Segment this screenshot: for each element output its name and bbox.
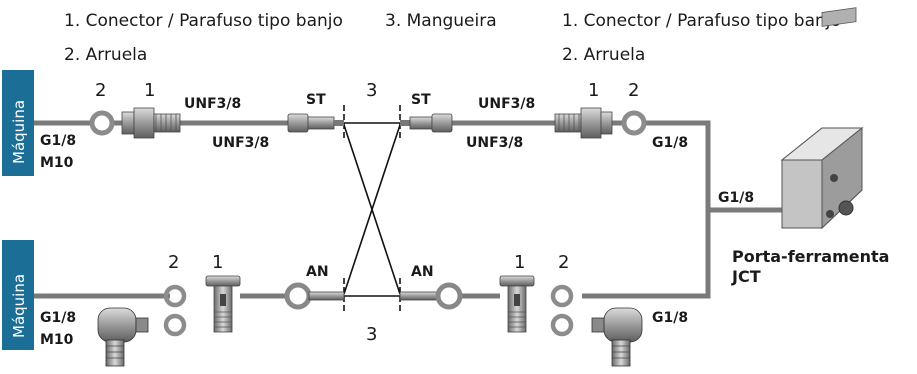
top-left-connector-number: 1 [144,80,155,101]
top-right-unf-lower: UNF3/8 [466,135,523,151]
washer-icon [550,284,574,308]
connector-fitting-icon [554,107,613,139]
legend-item-connector-right: 1. Conector / Parafuso tipo banjo [562,11,841,31]
banjo-hose-end-icon [284,282,345,310]
legend-item-washer-right: 2. Arruela [562,45,645,65]
hoses [343,122,401,297]
top-right-washer-number: 2 [628,80,639,101]
bottom-left-washer-number: 2 [168,252,179,273]
machine-tab-bottom: Máquina [2,240,34,350]
hose-cut-marks [343,105,401,313]
bottom-right-washer-number: 2 [558,252,569,273]
top-right-unf-upper: UNF3/8 [478,96,535,112]
bottom-right-thread-g18: G1/8 [652,310,688,326]
machine-tab-bottom-label: Máquina [10,274,28,338]
banjo-bolt-icon [205,275,241,333]
tool-holder-name-line2: JCT [731,267,761,286]
legend-item-hose: 3. Mangueira [385,11,497,31]
bottom-left-bolt-number: 1 [212,252,223,273]
elbow-fitting-icon [591,307,643,367]
tool-holder-thread: G1/8 [718,190,754,206]
top-left-unf-lower: UNF3/8 [212,135,269,151]
bottom-right-bolt-number: 1 [514,252,525,273]
tool-holder-name-line1: Porta-ferramenta [732,247,889,266]
straight-hose-end-icon [400,113,453,133]
connection-lines [34,120,782,299]
top-left-st-label: ST [306,92,326,108]
machine-tab-top: Máquina [2,70,34,176]
top-hose-number: 3 [366,80,377,101]
machine-tab-top-label: Máquina [10,100,28,164]
banjo-hose-end-icon [399,282,463,310]
top-right-st-label: ST [411,92,431,108]
washer-icon [89,110,115,136]
top-left-unf-upper: UNF3/8 [184,96,241,112]
bottom-left-an-label: AN [306,264,329,280]
bottom-left-thread-g18: G1/8 [40,310,76,326]
straight-hose-end-icon [287,113,344,133]
washer-icon [163,284,187,308]
washer-icon [163,313,187,337]
connector-fitting-icon [121,107,181,139]
bottom-right-an-label: AN [411,264,434,280]
bottom-left-thread-m10: M10 [40,332,74,348]
tool-holder-block-icon [780,7,864,230]
elbow-fitting-icon [97,307,149,367]
top-left-thread-m10: M10 [40,155,74,171]
bottom-hose-number: 3 [366,324,377,345]
top-left-washer-number: 2 [95,80,106,101]
top-left-thread-g18: G1/8 [40,133,76,149]
banjo-bolt-icon [499,275,535,333]
legend-item-washer-left: 2. Arruela [64,45,147,65]
legend-item-connector-left: 1. Conector / Parafuso tipo banjo [64,11,343,31]
washer-icon [621,110,647,136]
top-right-thread-g18: G1/8 [652,135,688,151]
top-right-connector-number: 1 [588,80,599,101]
washer-icon [550,313,574,337]
